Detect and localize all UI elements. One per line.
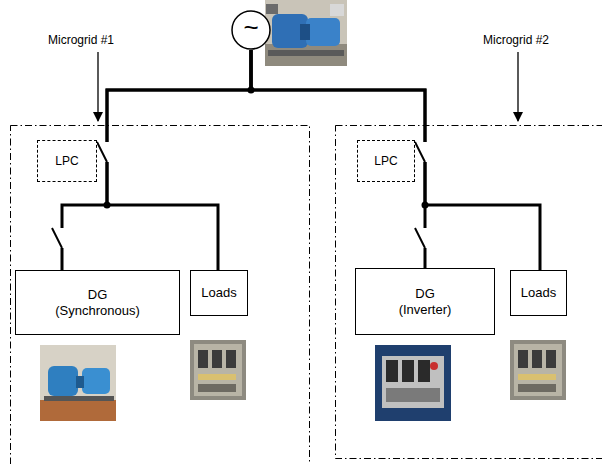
source-circle: ~ xyxy=(231,10,271,50)
node-label: Loads xyxy=(521,285,556,301)
load-box: Loads xyxy=(190,270,248,316)
switch-symbol xyxy=(415,228,430,248)
region-heading: Microgrid #1 xyxy=(48,33,114,47)
microgrid-region: Microgrid #1LPCDG (Synchronous)Loads xyxy=(10,125,310,464)
junction-dot xyxy=(422,202,429,209)
node-label: DG (Synchronous) xyxy=(55,287,140,318)
junction-dot xyxy=(248,87,255,94)
controller-box: LPC xyxy=(37,140,97,182)
load-bank-photo xyxy=(190,340,246,400)
node-label: Loads xyxy=(201,285,236,301)
generator-photo xyxy=(40,345,116,421)
load-box: Loads xyxy=(510,270,567,316)
switch-symbol xyxy=(415,142,430,162)
load-bank-photo xyxy=(510,340,566,400)
power-line xyxy=(251,50,540,270)
microgrid-region: Microgrid #2LPCDG (Inverter)Loads xyxy=(335,125,602,459)
pointer-arrow xyxy=(97,52,98,121)
inverter-photo xyxy=(375,345,451,421)
region-heading: Microgrid #2 xyxy=(483,33,549,47)
node-label: LPC xyxy=(374,154,397,168)
controller-box: LPC xyxy=(357,140,415,182)
node-label: LPC xyxy=(55,154,78,168)
machine-photo xyxy=(265,0,347,66)
switch-symbol xyxy=(52,228,67,248)
power-line xyxy=(107,50,251,270)
node-label: DG (Inverter) xyxy=(399,286,452,317)
inverter-box: DG (Inverter) xyxy=(355,268,495,335)
switch-symbol xyxy=(97,142,112,162)
junction-dot xyxy=(104,202,111,209)
generator-box: DG (Synchronous) xyxy=(15,270,180,335)
pointer-arrow xyxy=(517,52,518,121)
node-label: ~ xyxy=(243,14,258,40)
power-line xyxy=(251,50,425,268)
